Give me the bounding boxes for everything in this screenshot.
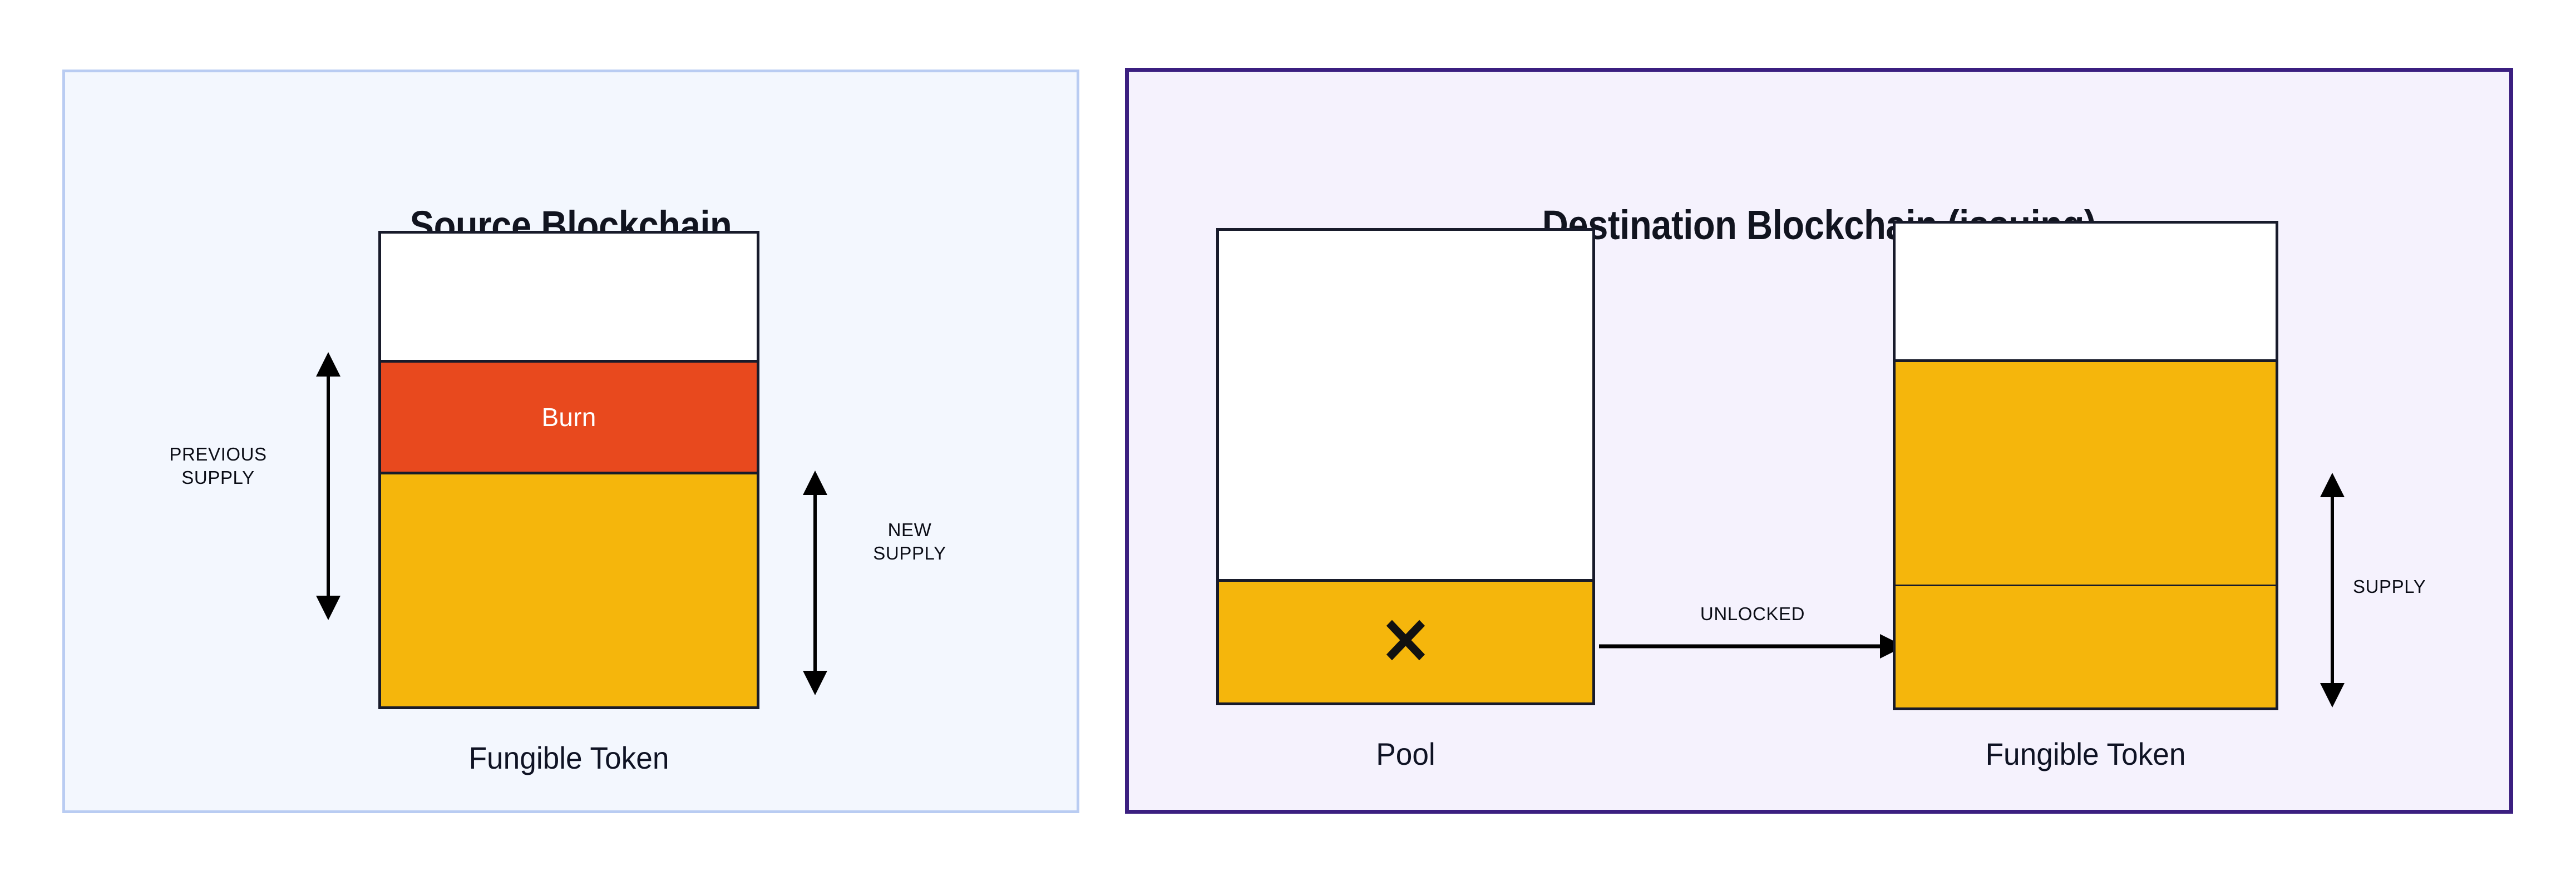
new-supply-label: NEW SUPPLY [873, 519, 946, 564]
previous-supply-label: PREVIOUS SUPPLY [169, 444, 267, 488]
burn-label: Burn [541, 403, 596, 432]
pool-bar-segment-empty [1219, 231, 1592, 579]
destination-fungible-token-bar [1893, 221, 2278, 710]
source-bar-caption: Fungible Token [468, 740, 669, 775]
unlocked-flow-label: UNLOCKED [1700, 603, 1805, 624]
destination-supply-measure-arrow [2319, 471, 2346, 709]
destination-bar-segment-unused-capacity [1896, 224, 2276, 359]
destination-pool-caption: Pool [1376, 736, 1435, 771]
source-bar-segment-remaining-supply [381, 474, 757, 706]
destination-pool-bar: ✕ [1216, 228, 1595, 705]
previous-supply-measure-arrow [315, 350, 342, 622]
source-bar-segment-unused-capacity [381, 234, 757, 360]
new-supply-measure-arrow [802, 469, 828, 697]
unlocked-flow-arrow [1599, 632, 1906, 660]
destination-supply-label: SUPPLY [2353, 576, 2426, 597]
destination-blockchain-panel: Destination Blockchain (issuing) ✕ Pool … [1125, 68, 2513, 814]
source-fungible-token-bar: Burn [378, 231, 759, 709]
source-bar-segment-burn: Burn [381, 360, 757, 474]
cross-mark-icon: ✕ [1380, 606, 1432, 678]
source-blockchain-panel: Source Blockchain Burn Fungible Token PR… [62, 70, 1079, 813]
pool-bar-segment-locked: ✕ [1219, 578, 1592, 702]
destination-bar-segment-existing-supply [1896, 585, 2276, 707]
destination-token-caption: Fungible Token [1985, 736, 2186, 771]
destination-bar-segment-newly-issued [1896, 359, 2276, 585]
